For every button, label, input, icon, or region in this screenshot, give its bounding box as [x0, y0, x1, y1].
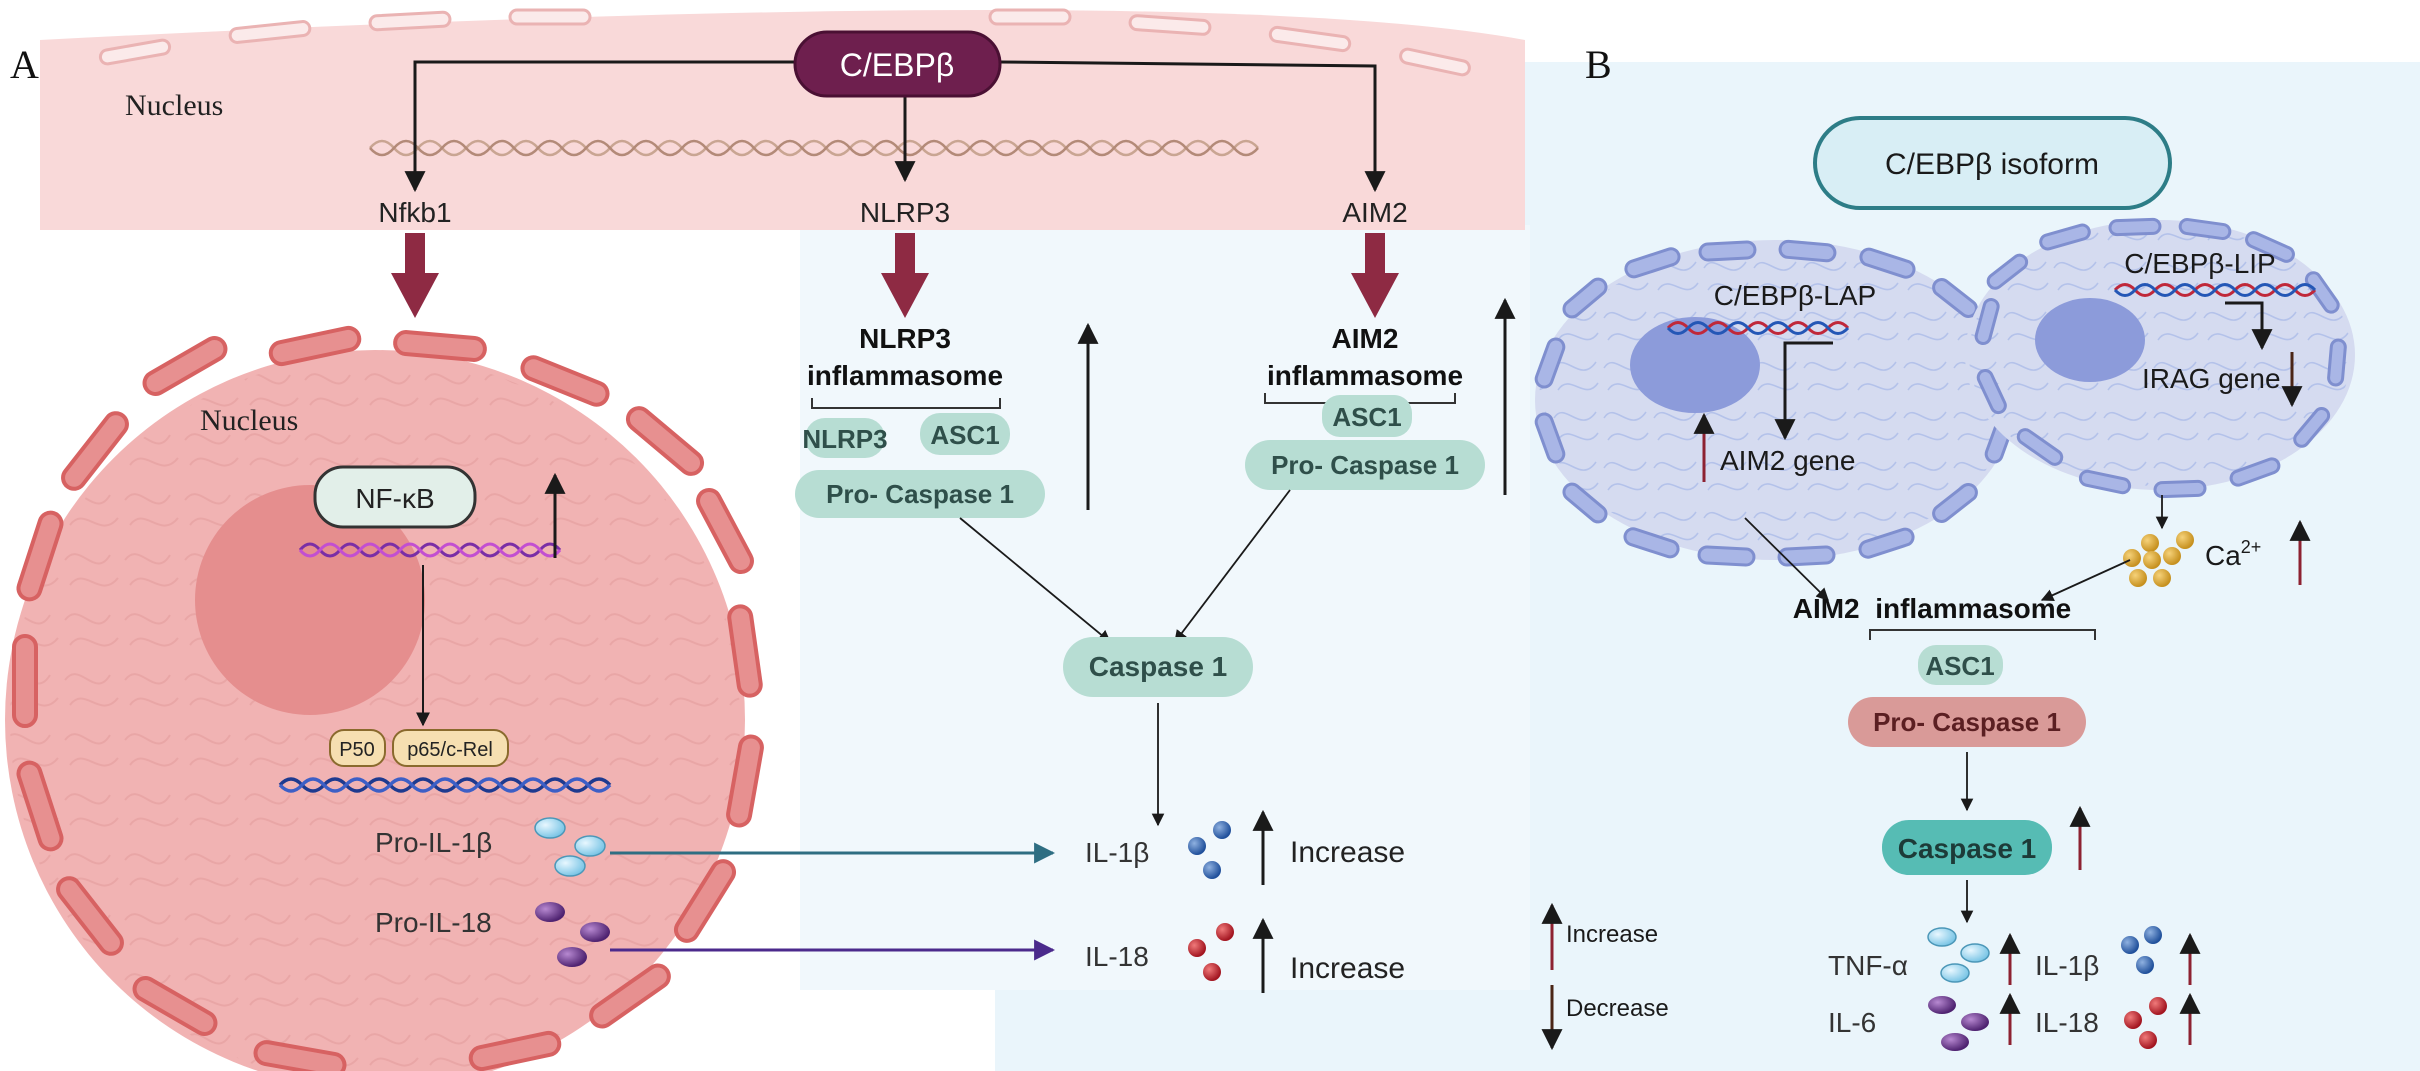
il1b-increase-label: Increase: [1290, 836, 1405, 869]
gene-aim2: AIM2: [1342, 197, 1407, 228]
nlrp3-pro-caspase-label: Pro- Caspase 1: [826, 479, 1014, 509]
cebpb-label: C/EBPβ: [840, 47, 954, 83]
cebpb-node: C/EBPβ: [793, 30, 1002, 98]
nfkb-label: NF-κB: [355, 483, 434, 514]
nlrp3-inflammasome: NLRP3 inflammasome NLRP3 ASC1 Pro- Caspa…: [795, 322, 1099, 518]
panel-label-a: A: [10, 42, 39, 87]
aim2-title-1: AIM2: [1332, 323, 1399, 354]
calcium-ions: Ca2+: [2123, 519, 2311, 587]
aim2-inflammasome-b-label: AIM2 inflammasome: [1793, 593, 2072, 624]
lip-nucleus: C/EBPβ-LIP IRAG gene: [1965, 217, 2355, 499]
nlrp3-title-1: NLRP3: [859, 323, 951, 354]
dna-purple: [298, 542, 562, 558]
caspase1-b-label: Caspase 1: [1898, 833, 2037, 864]
lip-nucleolus: [2035, 298, 2145, 382]
calcium-label: Ca2+: [2205, 537, 2261, 571]
il18-increase-label: Increase: [1290, 952, 1405, 985]
thick-arrows: [391, 233, 1399, 318]
gene-nlrp3: NLRP3: [860, 197, 950, 228]
dna-strand-top: [369, 139, 1259, 157]
aim2-pro-caspase-label: Pro- Caspase 1: [1271, 450, 1459, 480]
tnf-label: TNF-α: [1828, 950, 1908, 981]
pro-il1b-label: Pro-IL-1β: [375, 827, 492, 858]
pro-il18-label: Pro-IL-18: [375, 907, 492, 938]
aim2-title-2: inflammasome: [1267, 360, 1463, 391]
nlrp3-part-label: NLRP3: [802, 424, 887, 454]
aim2-inflammasome-a: AIM2 inflammasome ASC1 Pro- Caspase 1: [1245, 297, 1516, 495]
il18-b-label: IL-18: [2035, 1007, 2099, 1038]
middle-background: [800, 225, 1530, 990]
cell-nucleus-label: Nucleus: [200, 404, 298, 437]
lap-nucleus: C/EBPβ-LAP AIM2 gene: [1534, 239, 2016, 567]
p65-label: p65/c-Rel: [407, 739, 493, 761]
il1b-b-label: IL-1β: [2035, 950, 2099, 981]
il1b-label: IL-1β: [1085, 837, 1149, 868]
thick-arrow-nlrp3: [881, 233, 929, 318]
il18-label: IL-18: [1085, 941, 1149, 972]
caspase1-label: Caspase 1: [1089, 651, 1228, 682]
panel-label-b: B: [1585, 42, 1612, 87]
caspase1-node: Caspase 1: [1063, 637, 1253, 697]
lap-nucleolus: [1630, 317, 1760, 413]
caspase-convergence: [959, 489, 1291, 827]
irag-gene-label: IRAG gene: [2142, 363, 2281, 394]
nlrp3-title-2: inflammasome: [807, 360, 1003, 391]
cell-membrane: [12, 325, 764, 1071]
nucleus-band-membrane: [98, 8, 1471, 77]
nucleolus: [195, 485, 425, 715]
lap-label: C/EBPβ-LAP: [1714, 280, 1876, 311]
nlrp3-asc1-label: ASC1: [930, 420, 999, 450]
legend: Increase Decrease: [1541, 902, 1669, 1051]
dna-blue: [278, 777, 612, 793]
cebpb-connectors: [404, 60, 1386, 193]
aim2-b-pro-caspase-label: Pro- Caspase 1: [1873, 707, 2061, 737]
p50-label: P50: [339, 739, 375, 761]
lip-label: C/EBPβ-LIP: [2124, 248, 2275, 279]
il6-label: IL-6: [1828, 1007, 1876, 1038]
top-nucleus-label: Nucleus: [125, 89, 223, 122]
thick-arrow-aim2: [1351, 233, 1399, 318]
isoform-node: C/EBPβ isoform: [1813, 116, 2172, 210]
thick-arrow-nfkb1: [391, 233, 439, 318]
cell-a: Nucleus NF-κB P50 p65/c-Rel Pro-IL-1β Pr…: [5, 325, 764, 1071]
aim2-asc1-label: ASC1: [1332, 402, 1401, 432]
legend-decrease-label: Decrease: [1566, 995, 1669, 1022]
legend-increase-label: Increase: [1566, 921, 1658, 948]
cytokines-b: TNF-α IL-1β IL-6 IL-18: [1828, 926, 2201, 1051]
aim2-gene-label: AIM2 gene: [1720, 445, 1855, 476]
il-outputs-a: IL-1β Increase IL-18 Increase: [1085, 809, 1405, 993]
aim2-inflammasome-b: AIM2 inflammasome ASC1 Pro- Caspase 1 Ca…: [1793, 593, 2096, 924]
aim2-b-asc1-label: ASC1: [1925, 651, 1994, 681]
gene-nfkb1: Nfkb1: [378, 197, 451, 228]
isoform-label: C/EBPβ isoform: [1885, 148, 2099, 181]
